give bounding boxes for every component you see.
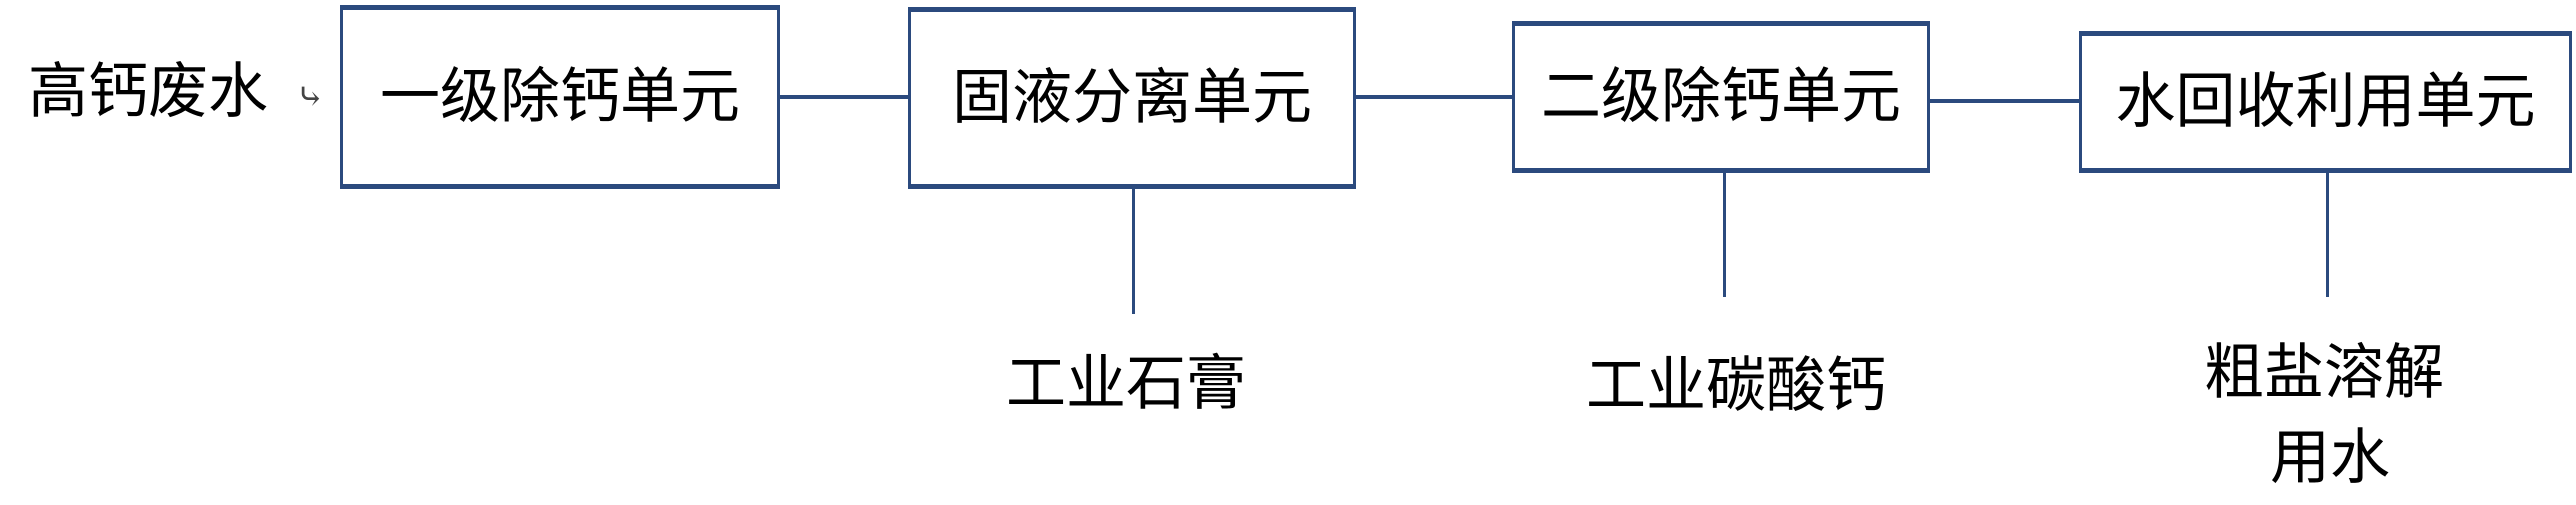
unit-secondary-calcium-removal: 二级除钙单元 xyxy=(1512,21,1930,173)
unit-label: 一级除钙单元 xyxy=(380,62,740,132)
output-salt-dissolving-water-line1: 粗盐溶解 xyxy=(2204,338,2444,408)
unit-label: 二级除钙单元 xyxy=(1541,62,1901,132)
arrow-icon: ⤷ xyxy=(296,77,325,117)
unit-label: 固液分离单元 xyxy=(952,63,1312,133)
output-calcium-carbonate: 工业碳酸钙 xyxy=(1586,351,1886,421)
unit-water-recycling: 水回收利用单元 xyxy=(2079,31,2572,173)
connector-2-3 xyxy=(1356,95,1512,99)
output-salt-dissolving-water-line2: 用水 xyxy=(2270,423,2390,493)
output-line-water xyxy=(2326,173,2329,297)
unit-primary-calcium-removal: 一级除钙单元 xyxy=(340,5,780,189)
output-line-gypsum xyxy=(1132,189,1135,314)
unit-label: 水回收利用单元 xyxy=(2115,67,2536,137)
output-line-calcium-carbonate xyxy=(1723,173,1726,297)
input-label: 高钙废水 xyxy=(28,57,268,127)
connector-3-4 xyxy=(1930,99,2079,103)
output-gypsum: 工业石膏 xyxy=(1006,349,1246,419)
connector-1-2 xyxy=(780,95,908,99)
unit-solid-liquid-separation: 固液分离单元 xyxy=(908,7,1356,189)
